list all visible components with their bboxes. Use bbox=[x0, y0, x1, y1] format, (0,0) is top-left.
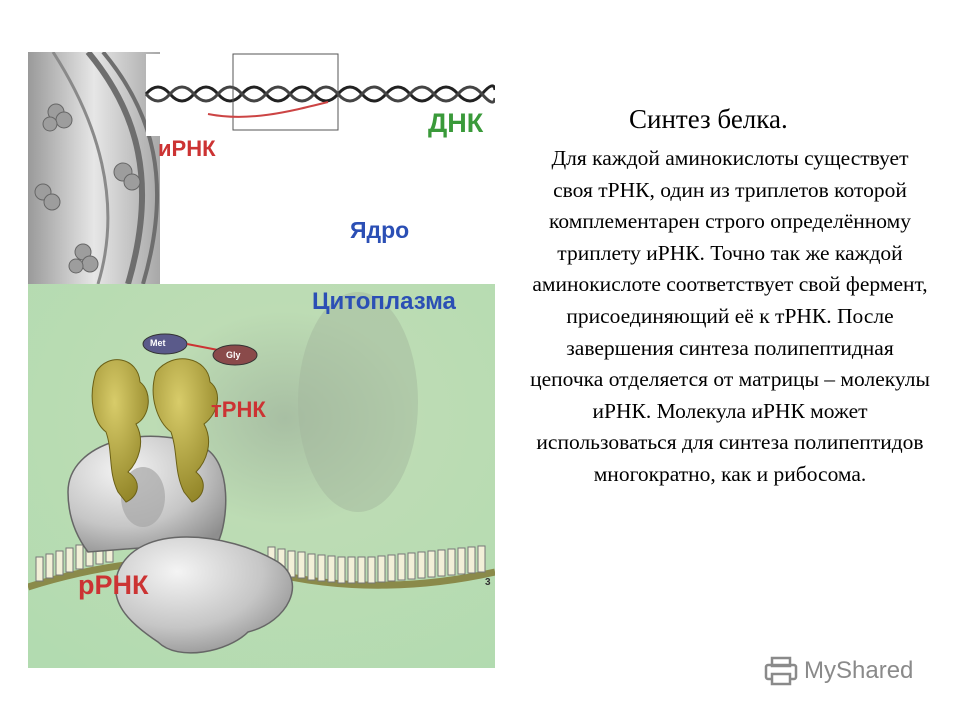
trna-molecules bbox=[91, 358, 219, 503]
rrna-label: рРНК bbox=[78, 570, 149, 600]
cytoplasm-label: Цитоплазма bbox=[312, 288, 456, 315]
watermark-text: MyShared bbox=[804, 657, 914, 684]
met-label: Met bbox=[150, 338, 166, 348]
slide-title: Синтез белка. bbox=[629, 104, 788, 134]
figure-number: 3 bbox=[485, 577, 491, 588]
nucleus-label: Ядро bbox=[350, 217, 410, 243]
irna-label: иРНК bbox=[158, 136, 216, 161]
slide-body-text: Для каждой аминокислоты существует своя … bbox=[530, 146, 930, 486]
watermark: MyShared bbox=[764, 652, 934, 694]
trna-label: тРНК bbox=[211, 397, 266, 422]
dna-label: ДНК bbox=[428, 108, 484, 138]
cytoplasm-region bbox=[28, 284, 495, 668]
protein-synthesis-figure: ДНК иРНК Ядро Цитоплазма тРНК рРНК Met G… bbox=[28, 52, 495, 668]
gly-label: Gly bbox=[226, 350, 241, 360]
ribosome bbox=[67, 435, 294, 654]
printer-icon bbox=[764, 656, 798, 686]
nucleus-region bbox=[28, 52, 495, 285]
